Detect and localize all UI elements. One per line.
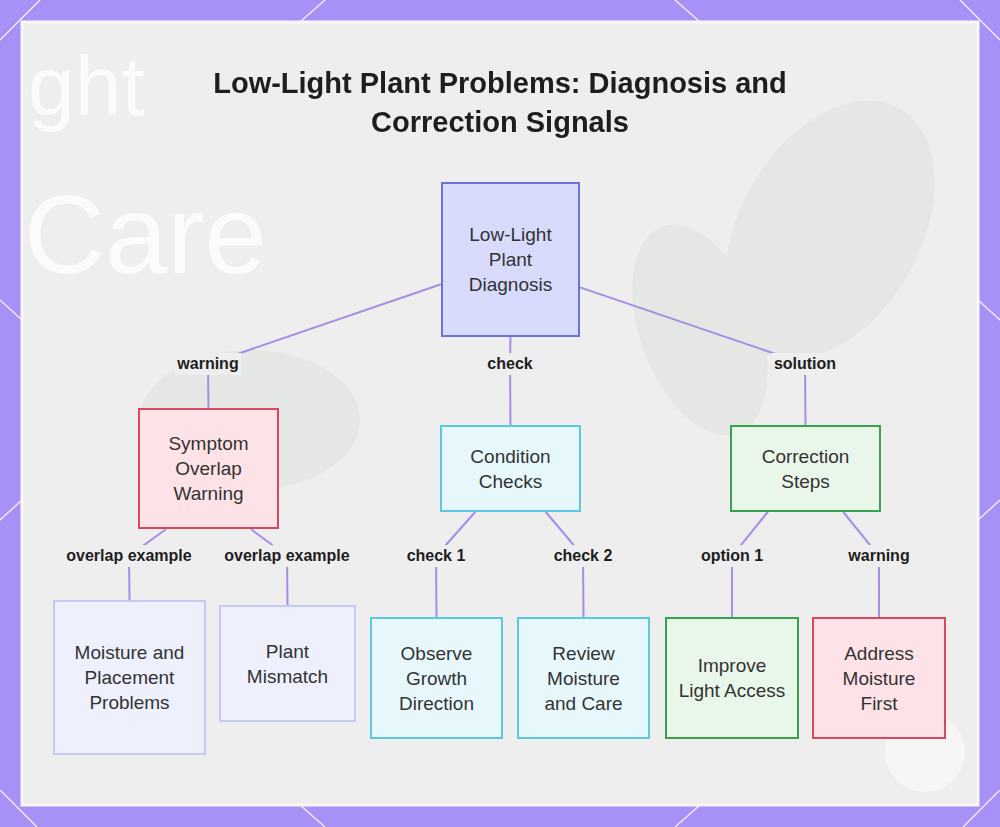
node-text: Address Moisture First [824, 641, 934, 716]
edge-label: option 1 [698, 545, 766, 567]
connector [251, 529, 288, 605]
warning-box: Symptom Overlap Warning [138, 408, 279, 529]
node-text: Low-Light Plant Diagnosis [453, 222, 568, 297]
check-box: Observe Growth Direction [370, 617, 503, 739]
edge-label: check 1 [404, 545, 469, 567]
edge-label: overlap example [63, 545, 194, 567]
node-text: Correction Steps [742, 444, 869, 494]
diagram-title: Low-Light Plant Problems: Diagnosis and … [210, 64, 790, 142]
edge-label: warning [845, 545, 912, 567]
inner-panel [22, 22, 978, 805]
root-box: Low-Light Plant Diagnosis [441, 182, 580, 337]
solution-box: Correction Steps [730, 425, 881, 512]
edge-label: check 2 [551, 545, 616, 567]
check-box: Condition Checks [440, 425, 581, 512]
node-text: Plant Mismatch [231, 639, 344, 689]
edge-label: warning [174, 353, 241, 375]
node-text: Condition Checks [452, 444, 569, 494]
connector [208, 284, 441, 408]
node-text: Observe Growth Direction [382, 641, 491, 716]
node-text: Review Moisture and Care [529, 641, 638, 716]
check-box: Review Moisture and Care [517, 617, 650, 739]
example-box: Plant Mismatch [219, 605, 356, 722]
node-text: Improve Light Access [677, 653, 787, 703]
example-box: Moisture and Placement Problems [53, 600, 206, 755]
node-text: Moisture and Placement Problems [65, 640, 194, 715]
node-text: Symptom Overlap Warning [150, 431, 267, 506]
edge-label: overlap example [221, 545, 352, 567]
warning-box: Address Moisture First [812, 617, 946, 739]
edge-label: solution [771, 353, 839, 375]
connector [509, 337, 512, 425]
watermark-text: ght [28, 38, 145, 135]
edge-label: check [484, 353, 535, 375]
watermark-text: Care [24, 170, 267, 299]
solution-box: Improve Light Access [665, 617, 799, 739]
